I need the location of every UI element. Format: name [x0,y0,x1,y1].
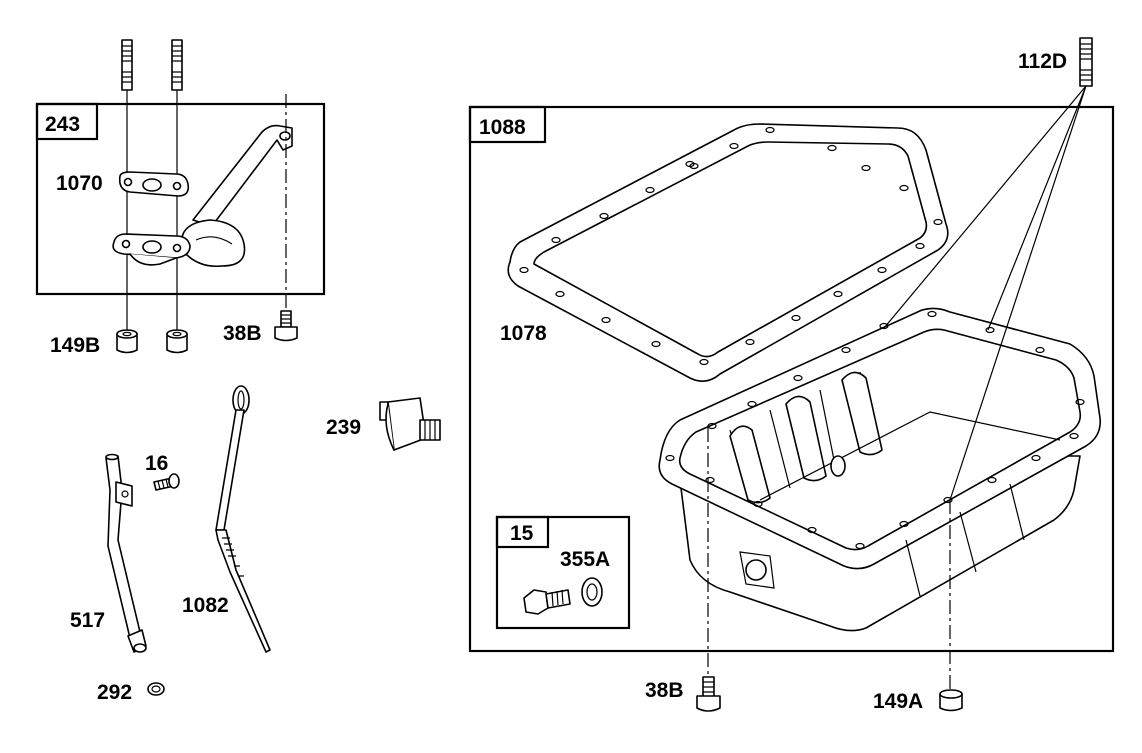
label-149A: 149A [873,690,923,713]
group-243: 243 1070 [35,39,326,330]
box-label-frame-1088 [468,105,547,144]
box-label-frame-243 [35,102,99,141]
oring-292 [147,682,165,696]
label-517: 517 [70,609,105,632]
label-239: 239 [326,416,361,439]
label-1078: 1078 [500,322,547,345]
switch-239 [379,397,441,451]
leaders-112D [883,85,1087,501]
label-16: 16 [145,452,168,475]
pickup-tube [112,124,293,268]
frame-15 [495,515,631,630]
dipstick-1082 [215,385,271,653]
box-label-15: 15 [510,522,534,545]
label-1082: 1082 [182,594,229,617]
label-1070: 1070 [56,172,103,195]
stud-112D [1079,37,1093,87]
label-38B-top: 38B [223,322,262,345]
plug-149A [939,689,963,712]
gasket-1070 [118,171,190,197]
group-1088: 1088 1078 [468,105,1115,653]
drain-plug [523,589,571,615]
stud-leaders [126,90,178,330]
label-38B-bottom: 38B [645,679,684,702]
box-label-243: 243 [45,113,80,136]
stud-right [171,39,183,91]
frame-1088 [468,105,1115,653]
gasket-1078 [507,123,949,382]
group-15: 15 355A [495,515,631,630]
nut-149B-left [116,329,138,354]
tube-517 [105,453,147,653]
washer-355A [581,577,603,607]
bolt-38B-bottom [696,676,721,712]
screw-16 [153,473,180,491]
label-292: 292 [97,681,132,704]
bolt-38B-top [274,310,298,342]
nut-149B-right [166,329,188,354]
stud-left [121,39,133,91]
label-149B: 149B [50,334,100,357]
frame-243 [35,102,326,296]
box-label-1088: 1088 [479,116,526,139]
label-112D: 112D [1018,50,1067,73]
oil-pan [658,307,1102,632]
box-label-frame-15 [495,515,550,549]
label-355A: 355A [560,548,610,571]
